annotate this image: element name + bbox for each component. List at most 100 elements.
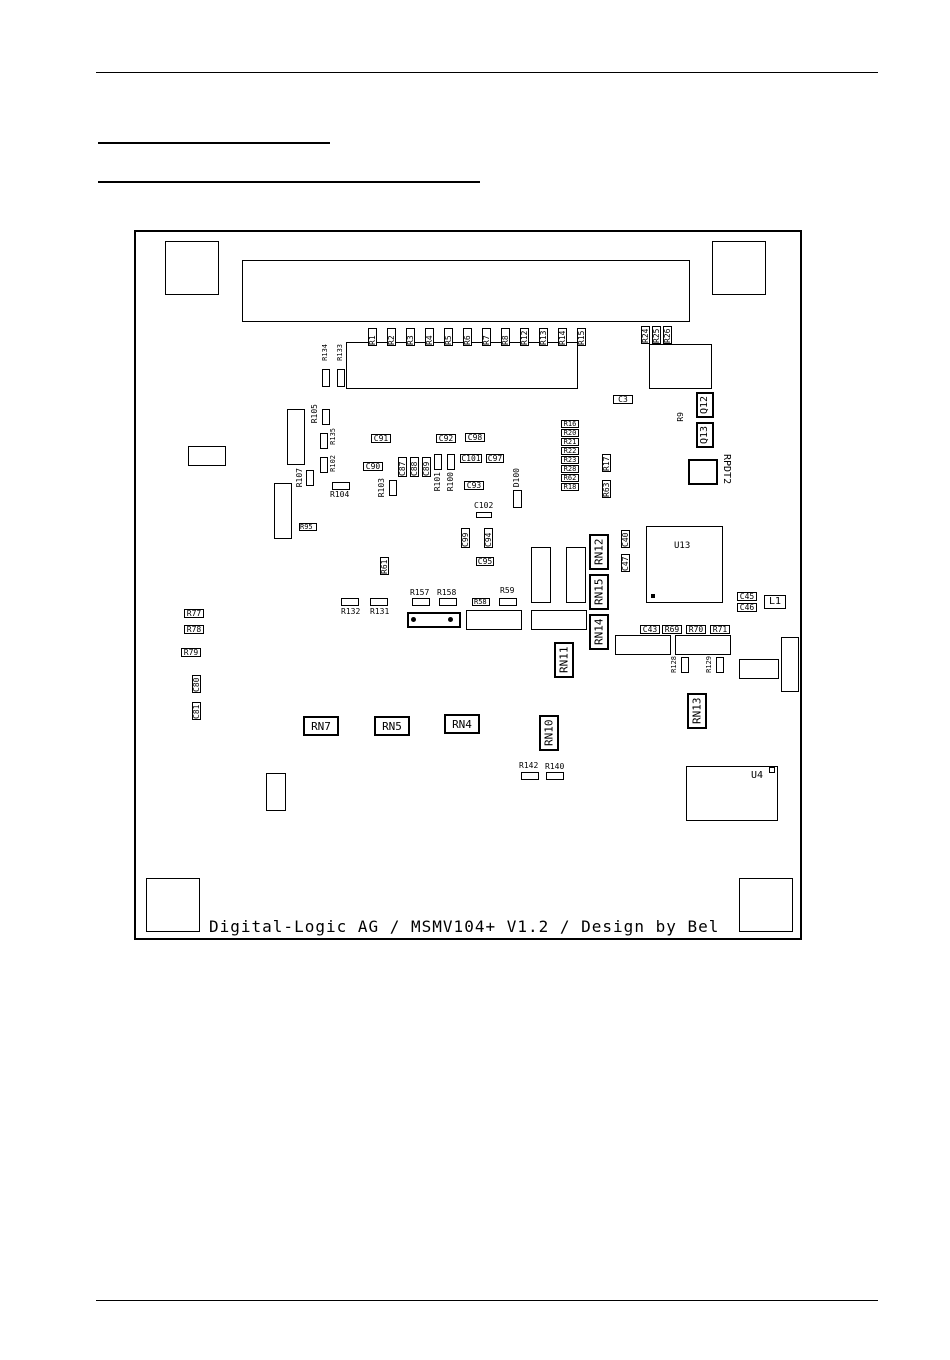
rn15-block: RN15 xyxy=(589,574,609,610)
u4-chip xyxy=(686,766,778,821)
r157-body xyxy=(412,598,430,606)
c97-label: C97 xyxy=(486,454,504,463)
right-wide-block-2 xyxy=(675,635,731,655)
c43-label: C43 xyxy=(640,625,660,634)
c101-label: C101 xyxy=(460,454,482,463)
r132-label: R132 xyxy=(341,607,361,616)
c80-label: C80 xyxy=(192,675,201,693)
c90-label: C90 xyxy=(363,462,383,471)
rn4-block: RN4 xyxy=(444,714,480,734)
q12-chip: Q12 xyxy=(696,392,714,418)
r95-body xyxy=(299,523,317,531)
c92-label: C92 xyxy=(436,434,456,443)
r128-body xyxy=(681,657,689,673)
r102-body xyxy=(320,457,328,473)
r133-body xyxy=(337,369,345,387)
r135-label: R135 xyxy=(329,428,337,445)
r135-body xyxy=(320,433,328,449)
top-connector xyxy=(242,260,690,322)
d100-label: D100 xyxy=(512,468,521,488)
r100-label: R100 xyxy=(446,472,455,492)
r140-body xyxy=(546,772,564,780)
header-resistor-block xyxy=(346,342,578,389)
rn10-block: RN10 xyxy=(539,715,559,751)
bottom-left-component xyxy=(266,773,286,811)
header-resistor-r3: R3 xyxy=(406,328,415,346)
c88-label: C88 xyxy=(410,457,419,477)
r131-body xyxy=(370,598,388,606)
c89-label: C89 xyxy=(422,457,431,477)
jumper-pin-2 xyxy=(448,617,453,622)
rn5-block: RN5 xyxy=(374,716,410,736)
center-wide-block-2 xyxy=(531,610,587,630)
r103-label: R103 xyxy=(377,478,386,498)
right-header-block xyxy=(649,344,712,389)
r129-body xyxy=(716,657,724,673)
rn12-block: RN12 xyxy=(589,534,609,570)
header-resistor-r1: R1 xyxy=(368,328,377,346)
r105-label: R105 xyxy=(310,404,319,424)
r134-body xyxy=(322,369,330,387)
r142-body xyxy=(521,772,539,780)
u4-pin1-marker xyxy=(769,767,775,773)
r23-label: R23 xyxy=(561,456,579,464)
r70-label: R70 xyxy=(686,625,706,634)
header-resistor-r6: R6 xyxy=(463,328,472,346)
c102-body xyxy=(476,512,492,518)
right-header-resistor-r26: R26 xyxy=(663,326,672,344)
right-header-resistor-r25: R25 xyxy=(652,326,661,344)
r71-label: R71 xyxy=(710,625,730,634)
rn14-block: RN14 xyxy=(589,614,609,650)
r107-body xyxy=(306,470,314,486)
r62-label: R62 xyxy=(561,474,579,482)
u13-pin1-marker xyxy=(651,594,655,598)
r22-label: R22 xyxy=(561,447,579,455)
q13-chip: Q13 xyxy=(696,422,714,448)
c47-label: C47 xyxy=(621,554,630,572)
u13-chip xyxy=(646,526,723,603)
r63-label: R63 xyxy=(602,480,611,498)
r140-label: R140 xyxy=(545,762,565,771)
right-edge-connector xyxy=(781,637,799,692)
r100-body xyxy=(447,454,455,470)
left-component-1 xyxy=(287,409,305,465)
r102-label: R102 xyxy=(329,455,337,472)
r133-label: R133 xyxy=(336,344,344,361)
center-tall-block-2 xyxy=(566,547,586,603)
r20-label: R20 xyxy=(561,429,579,437)
r101-body xyxy=(434,454,442,470)
r131-label: R131 xyxy=(370,607,390,616)
header-resistor-r12: R12 xyxy=(520,328,529,346)
c3-label: C3 xyxy=(613,395,633,404)
board-footer-text: Digital-Logic AG / MSMV104+ V1.2 / Desig… xyxy=(209,917,720,936)
c95-label: C95 xyxy=(476,557,494,566)
title-underline xyxy=(98,142,330,144)
center-tall-block-1 xyxy=(531,547,551,603)
d100-body xyxy=(513,490,522,508)
c91-label: C91 xyxy=(371,434,391,443)
rn13-block: RN13 xyxy=(687,693,707,729)
header-resistor-r15: R15 xyxy=(577,328,586,346)
right-wide-block-1 xyxy=(615,635,671,655)
u4-label: U4 xyxy=(751,770,764,781)
header-resistor-r8: R8 xyxy=(501,328,510,346)
rn7-block: RN7 xyxy=(303,716,339,736)
r59-label: R59 xyxy=(500,586,515,595)
r142-label: R142 xyxy=(519,761,539,770)
header-resistor-r2: R2 xyxy=(387,328,396,346)
header-resistor-r7: R7 xyxy=(482,328,491,346)
c46-label: C46 xyxy=(737,603,757,612)
r77-label: R77 xyxy=(184,609,204,618)
rpdt2-label: RPDT2 xyxy=(721,454,732,485)
left-component-2 xyxy=(274,483,292,539)
r78-label: R78 xyxy=(184,625,204,634)
r17-label: R17 xyxy=(602,454,611,472)
r61-label: R61 xyxy=(380,557,389,575)
header-resistor-r5: R5 xyxy=(444,328,453,346)
r129-label: R129 xyxy=(705,656,713,673)
c102-label: C102 xyxy=(474,501,494,510)
header-resistor-r13: R13 xyxy=(539,328,548,346)
r134-label: R134 xyxy=(321,344,329,361)
l1-inductor: L1 xyxy=(764,595,786,609)
r28-label: R28 xyxy=(561,465,579,473)
